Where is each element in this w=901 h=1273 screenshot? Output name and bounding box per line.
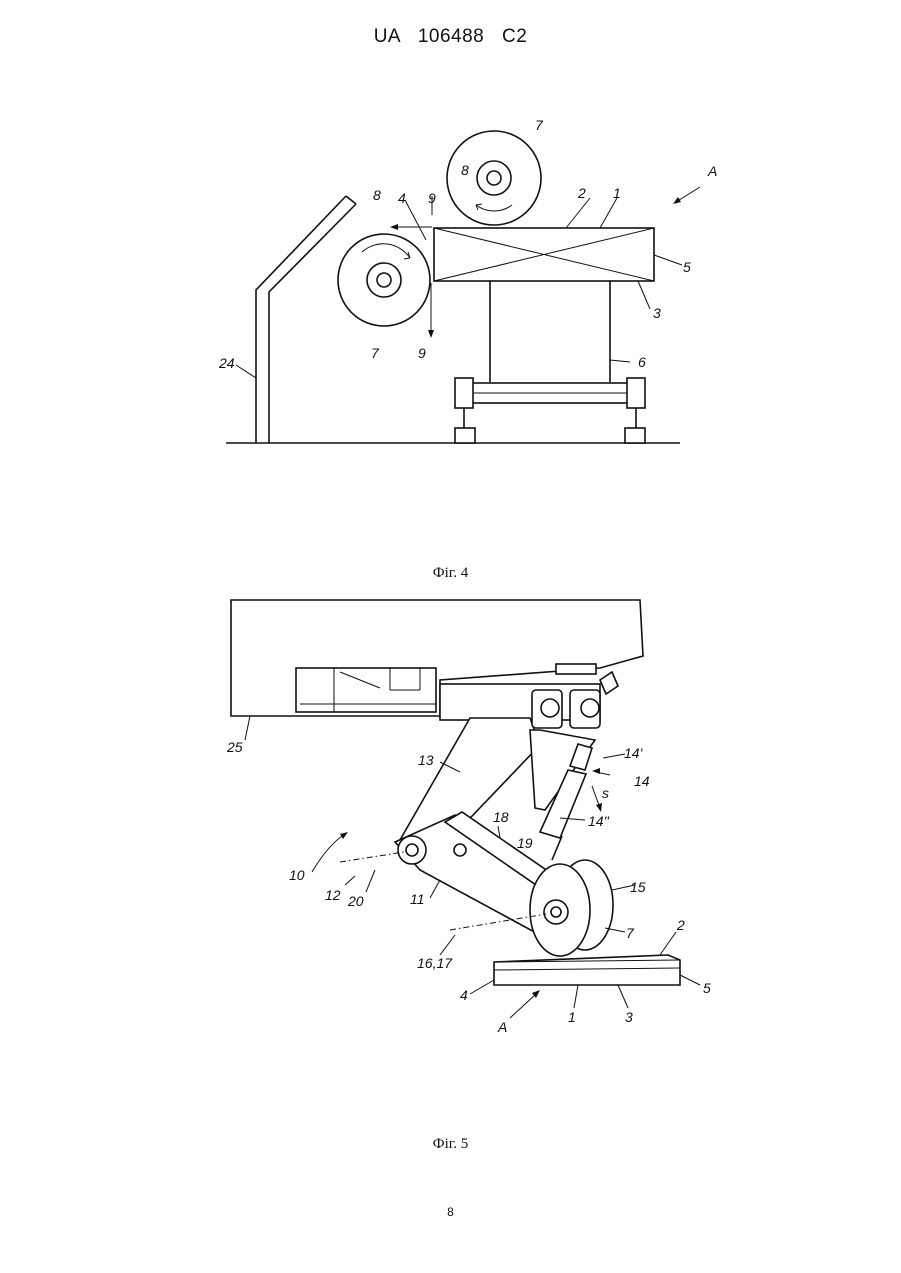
label-20: 20 (347, 893, 364, 909)
label-18: 18 (493, 809, 509, 825)
label-11: 11 (410, 891, 425, 907)
label-3: 3 (653, 305, 661, 321)
label-15: 15 (630, 879, 646, 895)
label-4: 4 (460, 987, 468, 1003)
label-14-double-prime: 14'' (588, 813, 610, 829)
patent-header: UA 106488 C2 (0, 26, 901, 48)
label-2: 2 (676, 917, 685, 933)
label-7: 7 (371, 345, 380, 361)
label-9: 9 (428, 190, 436, 206)
patent-number: 106488 (418, 26, 484, 47)
label-a: A (707, 163, 717, 179)
label-14-prime: 14' (624, 745, 644, 761)
label-7: 7 (626, 925, 635, 941)
label-24: 24 (218, 355, 235, 371)
label-6: 6 (638, 354, 646, 370)
label-10: 10 (289, 867, 305, 883)
label-5: 5 (703, 980, 711, 996)
label-3: 3 (625, 1009, 633, 1025)
page-number: 8 (0, 1205, 901, 1219)
label-8: 8 (461, 162, 469, 178)
label-16-17: 16,17 (417, 955, 453, 971)
label-25: 25 (226, 739, 243, 755)
figure-5-drawing: 25 13 14' 14 s 18 14'' 19 10 12 20 11 15… (0, 590, 901, 1050)
figure-4-caption: Фіг. 4 (0, 565, 901, 582)
label-9: 9 (418, 345, 426, 361)
label-a: A (497, 1019, 507, 1035)
label-19: 19 (517, 835, 533, 851)
label-12: 12 (325, 887, 341, 903)
label-1: 1 (568, 1009, 576, 1025)
label-2: 2 (577, 185, 586, 201)
label-1: 1 (613, 185, 621, 201)
label-s: s (602, 785, 609, 801)
label-7: 7 (535, 117, 544, 133)
kind-code: C2 (502, 26, 527, 47)
label-8: 8 (373, 187, 381, 203)
label-13: 13 (418, 752, 434, 768)
label-4: 4 (398, 190, 406, 206)
country-code: UA (374, 26, 400, 47)
label-14: 14 (634, 773, 650, 789)
label-5: 5 (683, 259, 691, 275)
figure-4-drawing: 7 8 A 8 4 9 2 1 5 3 24 7 9 6 (0, 100, 901, 570)
figure-5-caption: Фіг. 5 (0, 1136, 901, 1153)
